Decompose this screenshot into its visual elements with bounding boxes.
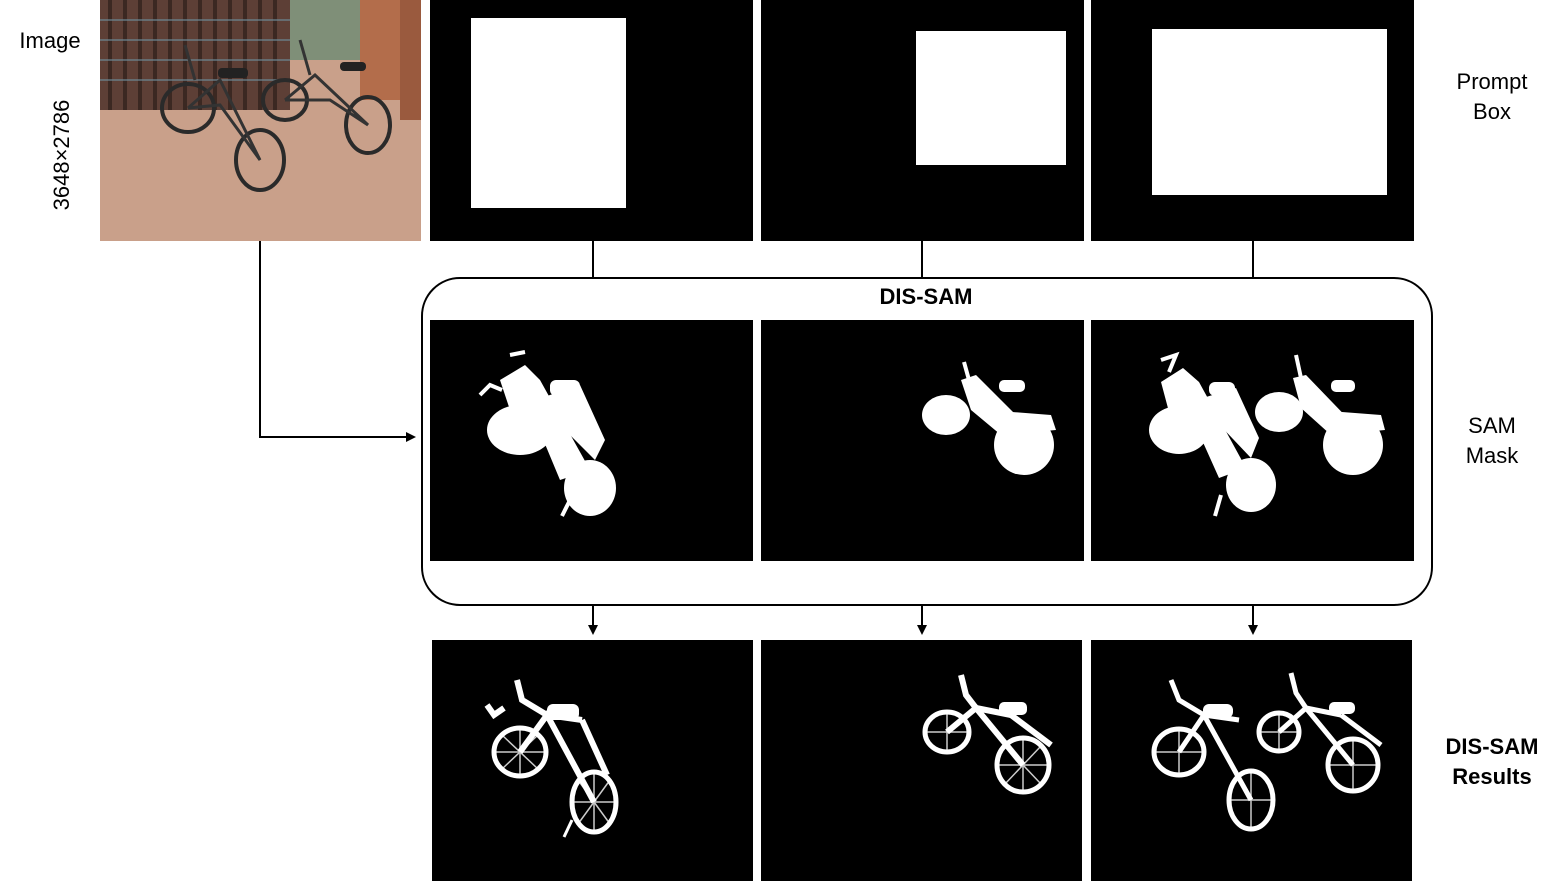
sam-mask-panel-3 [1091, 320, 1414, 561]
results-label-line1: DIS-SAM [1445, 734, 1539, 759]
prompt-box-2-icon [916, 31, 1066, 165]
sam-mask-panel-2 [761, 320, 1084, 561]
prompt-box-label-line1: Prompt [1456, 69, 1528, 94]
image-label: Image [19, 28, 81, 53]
sam-mask-label-line1: SAM [1468, 413, 1516, 438]
results-label: DIS-SAM Results [1432, 732, 1552, 792]
resolution-label: 3648×2786 [49, 99, 74, 211]
sam-mask-2-icon [922, 361, 1056, 475]
sam-mask-label-line2: Mask [1465, 443, 1519, 468]
result-3-icon [1151, 672, 1383, 832]
result-1-icon [484, 679, 619, 838]
result-panel-3 [1091, 640, 1412, 881]
sam-mask-label: SAM Mask [1432, 411, 1552, 471]
results-label-line2: Results [1452, 764, 1532, 789]
prompt-box-label: Prompt Box [1432, 67, 1552, 127]
prompt-box-3-icon [1152, 29, 1387, 195]
image-to-dissam-arrow [259, 241, 416, 442]
prompt-box-panel-1 [430, 0, 753, 241]
prompt-box-label-line2: Box [1473, 99, 1511, 124]
prompt-box-panel-2 [761, 0, 1084, 241]
input-image [100, 0, 421, 241]
sam-mask-panel-1 [430, 320, 753, 561]
result-2-icon [922, 674, 1053, 795]
dis-sam-container [421, 277, 1433, 606]
bicycles-photo-icon [100, 0, 421, 241]
result-panel-1 [432, 640, 753, 881]
prompt-box-panel-3 [1091, 0, 1414, 241]
sam-mask-1-icon [478, 350, 616, 517]
result-panel-2 [761, 640, 1082, 881]
sam-mask-3-icon [1149, 351, 1385, 517]
dis-sam-title: DIS-SAM [879, 284, 973, 309]
prompt-box-1-icon [471, 18, 626, 208]
